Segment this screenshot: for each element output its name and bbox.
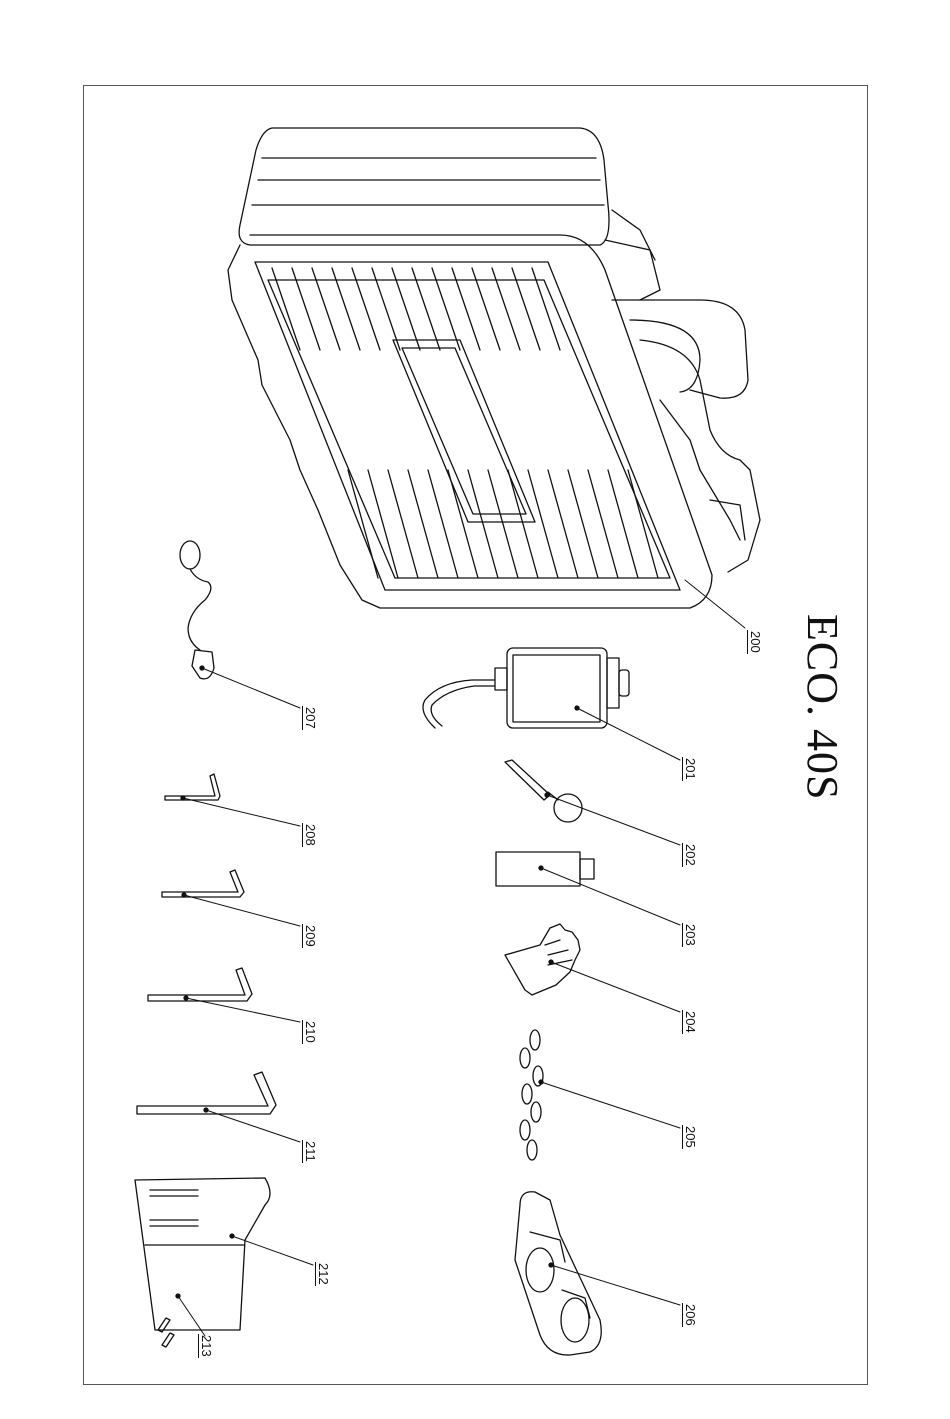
hex-key-209-drawing	[162, 870, 244, 897]
clamp-handle-drawing	[515, 1192, 601, 1355]
hex-key-208-drawing	[165, 774, 220, 800]
callout-211: 211	[302, 1140, 317, 1163]
callout-205: 205	[682, 1125, 697, 1149]
callout-206: 206	[682, 1303, 697, 1327]
callout-213: 213	[198, 1334, 213, 1358]
shield-plate-drawing	[135, 1178, 270, 1330]
earphone-drawing	[180, 541, 214, 679]
model-title: ECO. 40S	[797, 614, 848, 800]
callout-207: 207	[302, 706, 317, 730]
callout-202: 202	[682, 843, 697, 867]
callout-210: 210	[302, 1020, 317, 1044]
microphone-tool-drawing	[505, 760, 582, 822]
usb-drive-drawing	[496, 852, 594, 886]
glove-drawing	[505, 924, 580, 995]
callout-209: 209	[302, 924, 317, 948]
screws-drawing	[158, 1318, 174, 1347]
callout-204: 204	[682, 1010, 697, 1034]
hex-key-211-drawing	[137, 1072, 276, 1114]
callout-203: 203	[682, 923, 697, 947]
probe-box-drawing	[423, 648, 629, 728]
carry-case-drawing	[228, 128, 760, 608]
callout-200: 200	[747, 630, 762, 654]
callout-leader-lines	[178, 580, 745, 1336]
chain-drawing	[520, 1030, 543, 1160]
callout-208: 208	[302, 823, 317, 847]
hex-key-210-drawing	[148, 968, 252, 1001]
callout-212: 212	[315, 1262, 330, 1286]
callout-201: 201	[682, 757, 697, 781]
case-ribs-bottom	[348, 470, 658, 578]
